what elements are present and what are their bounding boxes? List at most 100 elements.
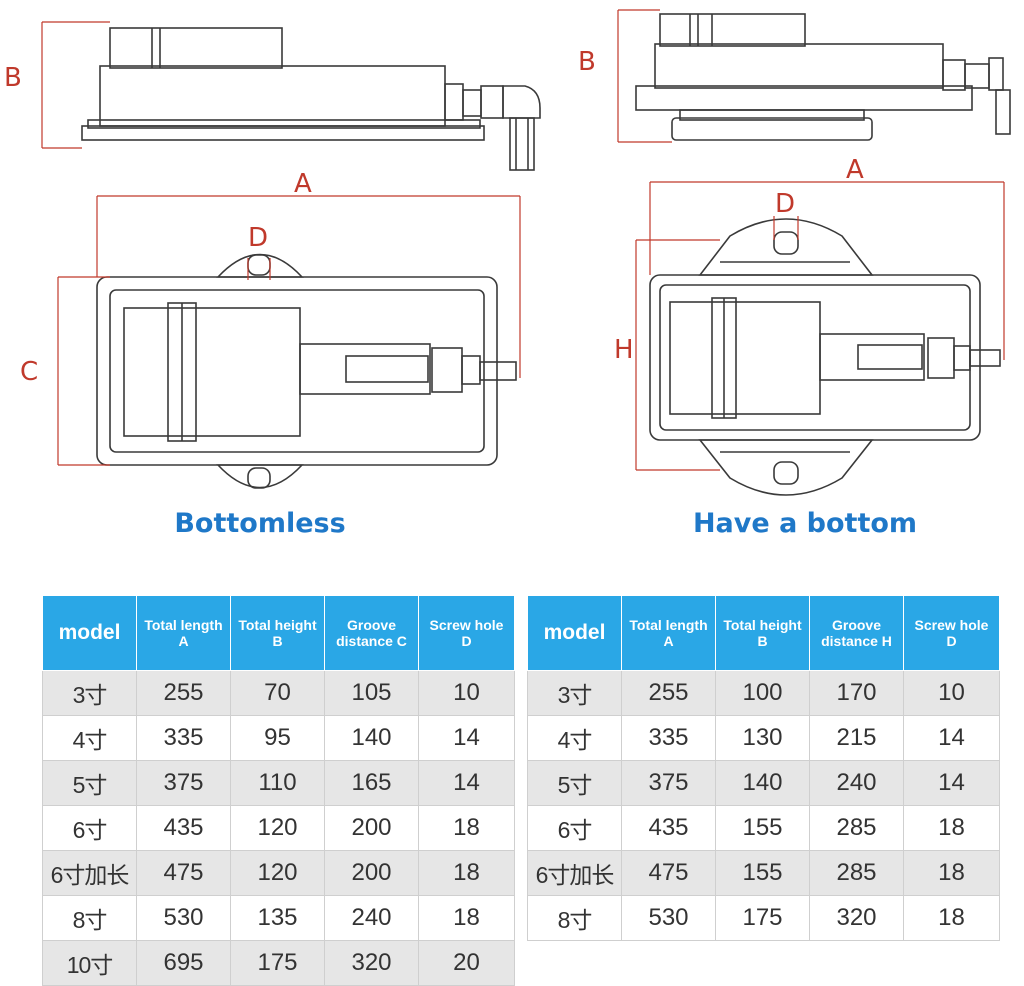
cell-height: 155 bbox=[715, 850, 810, 896]
with-bottom-top-view bbox=[649, 218, 1001, 496]
cell-model: 3寸 bbox=[42, 670, 137, 716]
header-model: model bbox=[527, 595, 622, 671]
cell-model: 6寸 bbox=[527, 805, 622, 851]
cell-screw: 18 bbox=[418, 850, 515, 896]
cell-groove: 200 bbox=[324, 805, 419, 851]
cell-length: 695 bbox=[136, 940, 231, 986]
header-model: model bbox=[42, 595, 137, 671]
cell-screw: 20 bbox=[418, 940, 515, 986]
cell-length: 375 bbox=[136, 760, 231, 806]
cell-height: 175 bbox=[230, 940, 325, 986]
cell-groove: 285 bbox=[809, 850, 904, 896]
cell-groove: 240 bbox=[809, 760, 904, 806]
cell-height: 140 bbox=[715, 760, 810, 806]
cell-height: 95 bbox=[230, 715, 325, 761]
cell-groove: 320 bbox=[324, 940, 419, 986]
cell-model: 10寸 bbox=[42, 940, 137, 986]
cell-height: 130 bbox=[715, 715, 810, 761]
dim-label-d-right: D bbox=[775, 189, 795, 219]
bottomless-side-view bbox=[81, 27, 541, 171]
dim-label-h-right: H bbox=[614, 335, 634, 365]
with-bottom-side-view bbox=[635, 13, 1011, 141]
dim-label-b-left: B bbox=[4, 63, 22, 93]
cell-length: 335 bbox=[136, 715, 231, 761]
cell-length: 255 bbox=[136, 670, 231, 716]
cell-screw: 18 bbox=[903, 850, 1000, 896]
cell-groove: 320 bbox=[809, 895, 904, 941]
cell-screw: 10 bbox=[418, 670, 515, 716]
cell-groove: 140 bbox=[324, 715, 419, 761]
cell-length: 255 bbox=[621, 670, 716, 716]
cell-length: 475 bbox=[136, 850, 231, 896]
cell-groove: 240 bbox=[324, 895, 419, 941]
cell-model: 3寸 bbox=[527, 670, 622, 716]
dim-label-d-left: D bbox=[248, 223, 268, 253]
cell-height: 135 bbox=[230, 895, 325, 941]
dim-label-a-right: A bbox=[846, 155, 864, 185]
cell-length: 475 bbox=[621, 850, 716, 896]
cell-screw: 18 bbox=[418, 805, 515, 851]
dim-label-a-left: A bbox=[294, 169, 312, 199]
cell-height: 155 bbox=[715, 805, 810, 851]
cell-model: 4寸 bbox=[527, 715, 622, 761]
cell-length: 530 bbox=[136, 895, 231, 941]
cell-groove: 200 bbox=[324, 850, 419, 896]
cell-screw: 18 bbox=[418, 895, 515, 941]
dimension-lines bbox=[41, 9, 1005, 471]
cell-height: 120 bbox=[230, 850, 325, 896]
dim-label-c-left: C bbox=[20, 357, 38, 387]
cell-height: 70 bbox=[230, 670, 325, 716]
cell-model: 5寸 bbox=[527, 760, 622, 806]
bottomless-top-view bbox=[96, 253, 517, 489]
cell-model: 5寸 bbox=[42, 760, 137, 806]
cell-groove: 170 bbox=[809, 670, 904, 716]
cell-height: 120 bbox=[230, 805, 325, 851]
cell-groove: 285 bbox=[809, 805, 904, 851]
cell-screw: 10 bbox=[903, 670, 1000, 716]
cell-groove: 215 bbox=[809, 715, 904, 761]
caption-with-bottom: Have a bottom bbox=[692, 508, 918, 539]
cell-length: 435 bbox=[621, 805, 716, 851]
cell-groove: 105 bbox=[324, 670, 419, 716]
vise-technical-drawings: B A C D B A H D bbox=[4, 9, 1011, 496]
cell-model: 8寸 bbox=[527, 895, 622, 941]
cell-height: 100 bbox=[715, 670, 810, 716]
cell-length: 435 bbox=[136, 805, 231, 851]
dim-label-b-right: B bbox=[578, 47, 596, 77]
cell-height: 110 bbox=[230, 760, 325, 806]
cell-height: 175 bbox=[715, 895, 810, 941]
cell-screw: 14 bbox=[418, 715, 515, 761]
cell-screw: 14 bbox=[903, 760, 1000, 806]
cell-screw: 14 bbox=[418, 760, 515, 806]
cell-length: 335 bbox=[621, 715, 716, 761]
cell-model: 6寸加长 bbox=[42, 850, 137, 896]
cell-model: 6寸 bbox=[42, 805, 137, 851]
cell-model: 4寸 bbox=[42, 715, 137, 761]
cell-screw: 18 bbox=[903, 895, 1000, 941]
cell-length: 530 bbox=[621, 895, 716, 941]
